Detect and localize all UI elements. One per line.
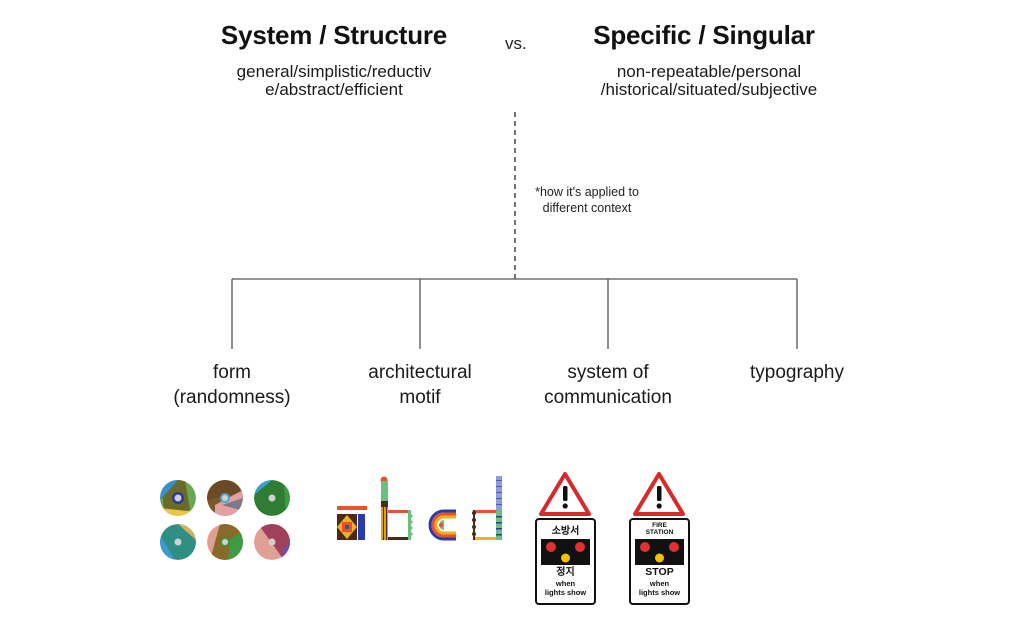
branch-architectural-line2: motif — [399, 387, 441, 408]
right-subtitle: non-repeatable/personal /historical/situ… — [580, 63, 838, 99]
context-note-line2: different context — [542, 201, 632, 215]
right-heading: Specific / Singular — [593, 20, 815, 50]
form-disc-2 — [207, 480, 243, 516]
motif-letter-a — [337, 506, 367, 540]
sign-korean-stop-text: 정지 — [556, 567, 575, 578]
branch-form-line2: (randomness) — [173, 387, 291, 408]
sign-english-bottom-text: when lights show — [630, 579, 689, 597]
amber-light-icon — [655, 553, 664, 563]
motif-letter-c — [428, 509, 456, 541]
form-disc-6 — [254, 524, 290, 560]
sign-english-when: when — [649, 579, 670, 588]
branch-architectural-motif: architectural motif — [340, 360, 500, 410]
branch-typography: typography — [717, 360, 877, 385]
context-note-line1: *how it's applied to — [535, 185, 639, 199]
form-disc-3 — [254, 480, 290, 516]
left-subtitle-line2: e/abstract/efficient — [265, 80, 403, 99]
branch-typography-line1: typography — [749, 362, 844, 383]
red-light-icon — [640, 542, 650, 552]
branch-communication-line1: system of — [567, 362, 649, 383]
right-subtitle-line1: non-repeatable/personal — [616, 62, 802, 81]
sign-korean-lights-show: lights show — [544, 588, 587, 597]
sign-english-top-text: FIRE STATION — [630, 522, 689, 536]
sign-english-lights-show: lights show — [638, 588, 681, 597]
red-light-icon — [546, 542, 556, 552]
branch-system-of-communication: system of communication — [528, 360, 688, 410]
warning-sign-korean — [535, 472, 596, 605]
sign-english-fire: FIRE — [652, 522, 667, 529]
red-light-icon — [575, 542, 585, 552]
versus-label: vs. — [505, 34, 527, 53]
right-subtitle-line2: /historical/situated/subjective — [600, 80, 818, 99]
sign-korean-bottom-text: when lights show — [536, 579, 595, 597]
sign-english-stop-text: STOP — [645, 566, 674, 578]
branch-form-line1: form — [213, 362, 251, 383]
branch-communication-line2: communication — [544, 387, 672, 408]
sign-korean-top-text: 소방서 — [551, 526, 580, 537]
left-subtitle-line1: general/simplistic/reductiv — [236, 62, 432, 81]
warning-sign-english — [629, 472, 690, 605]
left-subtitle: general/simplistic/reductiv e/abstract/e… — [200, 63, 468, 99]
left-heading: System / Structure — [220, 20, 448, 50]
form-disc-4 — [160, 524, 196, 560]
amber-light-icon — [561, 553, 570, 563]
sign-korean-when: when — [555, 579, 576, 588]
form-disc-1 — [160, 480, 196, 516]
branch-form: form (randomness) — [152, 360, 312, 410]
motif-letter-b — [380, 476, 413, 540]
sign-english-station: STATION — [645, 529, 674, 536]
branch-architectural-line1: architectural — [368, 362, 472, 383]
context-note: *how it's applied to different context — [522, 184, 652, 216]
red-light-icon — [669, 542, 679, 552]
motif-letter-d — [472, 476, 502, 540]
form-disc-5 — [207, 524, 243, 560]
